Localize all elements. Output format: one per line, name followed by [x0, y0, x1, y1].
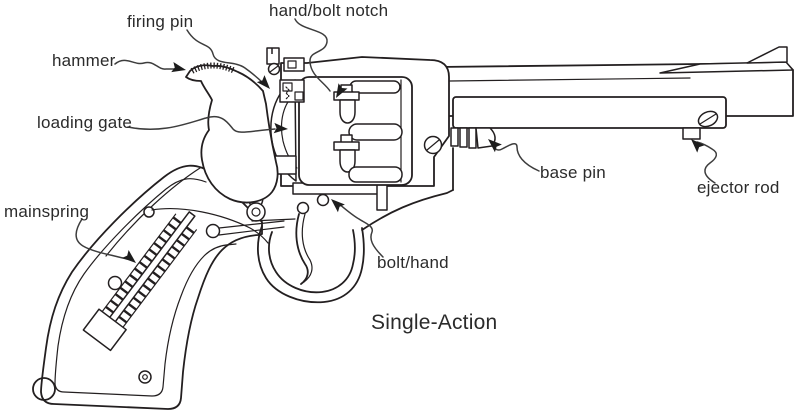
label-bolt-hand: bolt/hand — [377, 253, 449, 272]
guard-outer-loop — [257, 225, 365, 304]
rear-sight-blade — [266, 47, 280, 65]
firing-pin-detail-2 — [294, 91, 304, 101]
bolt-notch-bar-2 — [333, 141, 360, 151]
rear-sight-screw-slot — [269, 65, 279, 73]
base-pin-rib-2 — [459, 127, 468, 148]
arrowhead-bolt-hand — [331, 199, 345, 213]
mainspring-top-hook — [143, 206, 155, 218]
hand-pivot — [246, 202, 266, 222]
leader-bolt-hand — [337, 202, 384, 258]
leader-hand-bolt-notch — [294, 18, 331, 92]
sear-spring-hook — [205, 223, 221, 239]
guard-inner-loop — [268, 229, 356, 294]
rear-sight-leaf-detail — [287, 60, 297, 69]
grip-escutcheon — [32, 377, 56, 401]
bolt-pivot-screw — [316, 193, 330, 207]
arrowhead-hammer — [171, 62, 186, 73]
arrowhead-hand-bolt-notch — [336, 83, 348, 98]
mainspring-seat — [82, 308, 127, 352]
mainspring-assembly — [82, 206, 285, 352]
base-pin — [450, 127, 496, 149]
strut-hole — [107, 275, 123, 291]
hammer-spur-serrations — [190, 62, 237, 74]
leader-hammer — [114, 59, 177, 70]
arrowhead-base-pin — [488, 139, 502, 153]
rear-sight — [266, 47, 305, 76]
leader-firing-pin — [186, 29, 265, 85]
chamber-middle — [348, 123, 403, 141]
leader-ejector-rod — [696, 141, 718, 184]
grip-outline — [40, 164, 263, 410]
arrowhead-firing-pin — [256, 75, 270, 89]
trigger-guard — [251, 189, 454, 304]
cartridge-1 — [339, 99, 356, 124]
leader-mainspring — [75, 218, 128, 260]
trigger-front-edge — [295, 213, 309, 285]
label-loading-gate: loading gate — [37, 113, 133, 132]
grip — [32, 164, 263, 410]
cartridge-2 — [339, 149, 356, 173]
firing-pin-spring — [285, 86, 290, 100]
coil-rail-top — [117, 229, 197, 335]
label-ejector-rod: ejector rod — [697, 178, 780, 197]
ejector-housing-body — [452, 96, 727, 129]
front-sight-blade — [746, 46, 788, 64]
ejector-rod-housing — [452, 96, 727, 140]
annotations — [75, 18, 718, 263]
frame-screw-slot — [426, 139, 440, 151]
barrel-contour-line — [449, 77, 691, 82]
chamber-bottom — [348, 166, 403, 183]
firing-pin-assembly — [279, 79, 305, 103]
backstrap-inner-line — [105, 167, 201, 257]
leader-loading-gate — [127, 116, 276, 133]
cylinder — [298, 76, 413, 186]
label-mainspring: mainspring — [4, 202, 90, 221]
arrowhead-loading-gate — [273, 122, 288, 134]
diagram-caption: Single-Action — [371, 311, 498, 334]
hammer-strut-curve — [151, 208, 269, 244]
label-base-pin: base pin — [540, 163, 606, 182]
grip-screw — [138, 370, 152, 384]
undercarriage-sweep — [361, 189, 454, 231]
hammer — [185, 62, 279, 204]
arrowhead-ejector-rod — [691, 139, 705, 153]
base-pin-rib-1 — [450, 127, 459, 147]
label-hand-bolt-notch: hand/bolt notch — [269, 1, 389, 20]
base-pin-rib-3 — [468, 127, 477, 149]
arrowhead-mainspring — [121, 250, 136, 263]
guard-top-line — [251, 218, 296, 222]
sear-spring-bar-top — [218, 220, 285, 229]
label-hammer: hammer — [52, 51, 116, 70]
rear-sight-leaf — [283, 57, 305, 72]
sear-spring-bar-bottom — [218, 226, 285, 236]
chamber-top — [349, 80, 401, 94]
hand-lower-strip — [376, 183, 388, 211]
mainspring-coil — [82, 211, 197, 352]
grip-screw-center — [142, 374, 148, 380]
hand-pivot-center — [251, 207, 261, 217]
ejector-rod-tab — [682, 127, 701, 140]
leader-base-pin — [491, 143, 540, 172]
ejector-housing-screw-slot — [699, 113, 717, 125]
label-firing-pin: firing pin — [127, 12, 194, 31]
trigger-back-edge — [301, 213, 313, 283]
grip-panel-line — [54, 178, 237, 397]
trigger-pivot-screw — [296, 201, 310, 215]
